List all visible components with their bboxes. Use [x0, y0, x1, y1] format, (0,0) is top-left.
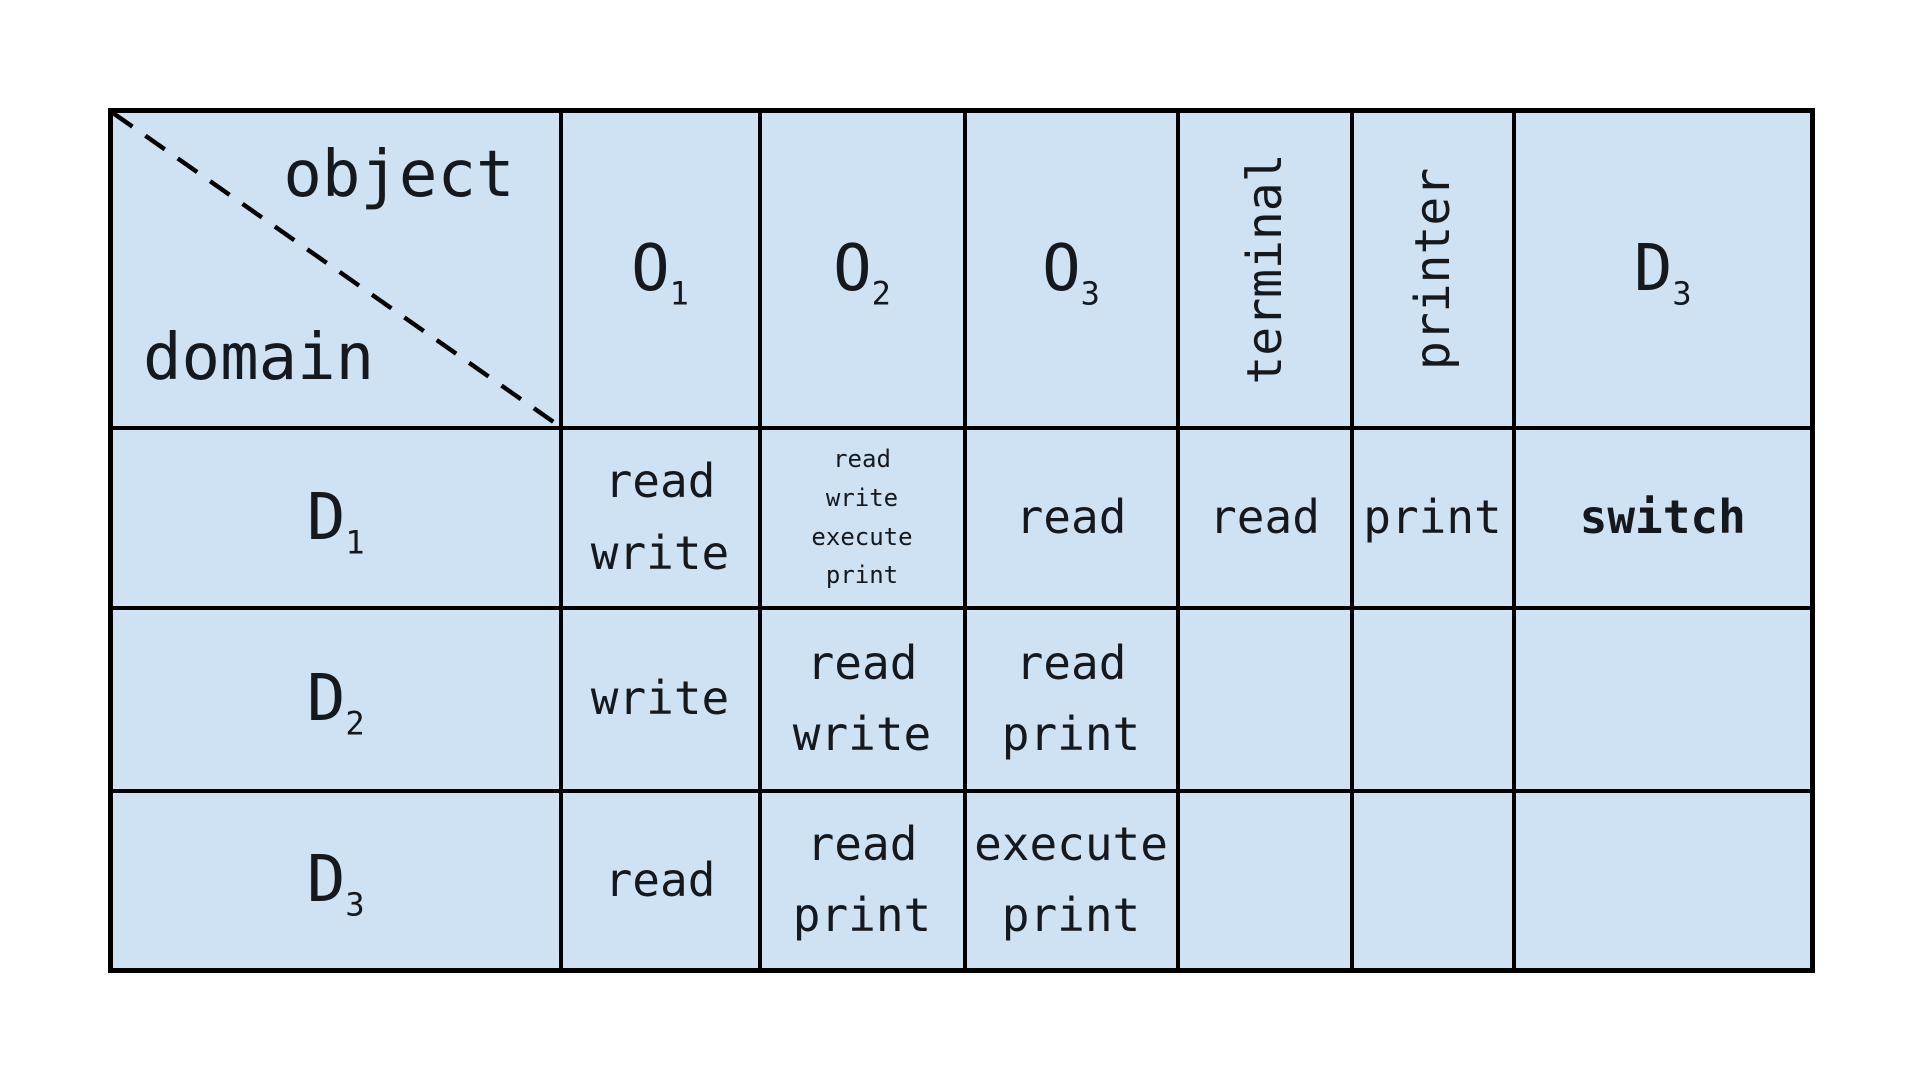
- cell-d2-terminal: [1175, 605, 1354, 793]
- diagonal-divider-line: [114, 114, 557, 424]
- col-header-o2-label: O2: [833, 232, 891, 313]
- object-axis-label: object: [283, 138, 515, 212]
- row-header-d3: D3: [108, 788, 563, 973]
- cell-d2-o2: read write: [757, 605, 967, 793]
- cell-d3-terminal: [1175, 788, 1354, 973]
- col-header-o1: O1: [558, 108, 762, 430]
- corner-cell: object domain: [108, 108, 563, 430]
- col-header-d3: D3: [1511, 108, 1815, 430]
- cell-d3-printer: [1349, 788, 1516, 973]
- row-d3: D3 read read print execute print: [108, 788, 1815, 973]
- col-header-o3-label: O3: [1042, 232, 1100, 313]
- row-header-d1-label: D1: [306, 480, 365, 561]
- cell-d2-d3: [1511, 605, 1815, 793]
- cell-d3-d3: [1511, 788, 1815, 973]
- cell-d2-o3: read print: [962, 605, 1180, 793]
- access-matrix-figure: object domain O1 O2 O3 terminal printer …: [108, 108, 1815, 973]
- cell-d1-o1: read write: [558, 425, 762, 610]
- cell-d1-o2: read write execute print: [757, 425, 967, 610]
- header-row: object domain O1 O2 O3 terminal printer …: [108, 108, 1815, 430]
- col-header-printer-label: printer: [1404, 168, 1461, 371]
- row-d2: D2 write read write read print: [108, 605, 1815, 793]
- row-header-d2: D2: [108, 605, 563, 793]
- col-header-o1-label: O1: [631, 232, 689, 313]
- col-header-o3: O3: [962, 108, 1180, 430]
- row-header-d3-label: D3: [306, 843, 365, 924]
- col-header-terminal: terminal: [1175, 108, 1354, 430]
- cell-d3-o2: read print: [757, 788, 967, 973]
- cell-d1-o3: read: [962, 425, 1180, 610]
- cell-d3-o3: execute print: [962, 788, 1180, 973]
- col-header-printer: printer: [1349, 108, 1516, 430]
- col-header-d3-label: D3: [1633, 232, 1692, 313]
- row-d1: D1 read write read write execute print r…: [108, 425, 1815, 610]
- cell-d1-terminal: read: [1175, 425, 1354, 610]
- col-header-o2: O2: [757, 108, 967, 430]
- cell-d2-o1: write: [558, 605, 762, 793]
- cell-d3-o1: read: [558, 788, 762, 973]
- col-header-terminal-label: terminal: [1236, 153, 1293, 385]
- row-header-d2-label: D2: [306, 662, 365, 743]
- cell-d1-d3: switch: [1511, 425, 1815, 610]
- cell-d2-printer: [1349, 605, 1516, 793]
- domain-axis-label: domain: [143, 320, 375, 395]
- row-header-d1: D1: [108, 425, 563, 610]
- access-matrix-table: object domain O1 O2 O3 terminal printer …: [108, 108, 1815, 973]
- cell-d1-printer: print: [1349, 425, 1516, 610]
